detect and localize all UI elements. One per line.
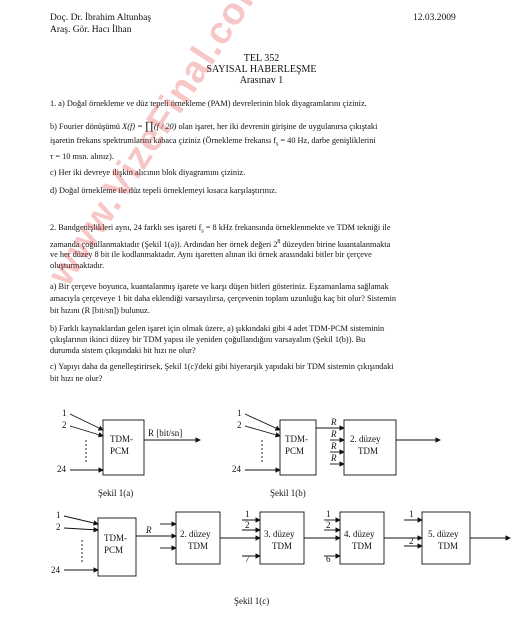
fig-b-r1: R — [330, 417, 337, 427]
fig-b-input-2: 2 — [237, 420, 242, 430]
q1-c: c) Her iki devreye ilişkin alıcının blok… — [50, 168, 246, 177]
fig-a-input-2: 2 — [62, 420, 67, 430]
fig-c-l5-in-1: 1 — [409, 509, 414, 519]
q2-intro-line2: zamanda çoğullanmaktadır (Şekil 1(a)). A… — [50, 239, 391, 249]
fig-b-tdm2-block — [343, 419, 397, 476]
fig-a-block-line2: PCM — [110, 446, 129, 456]
fig-b-tdm2-line1: 2. düzey — [350, 434, 381, 444]
figure-b — [244, 413, 441, 476]
q2-b-line1: b) Farklı kaynaklardan gelen işaret için… — [50, 324, 385, 333]
fig-c-level5-tdm: TDM — [438, 541, 458, 551]
fig-c-level2-tdm: TDM — [188, 541, 208, 551]
q1-a: 1. a) Doğal örnekleme ve düz tepeli örne… — [50, 99, 367, 108]
fig-c-level2-label: 2. düzey — [180, 529, 211, 539]
fig-c-input-24: 24 — [51, 565, 61, 575]
fig-c-l4-in-2: 2 — [326, 520, 331, 530]
fig-c-tdm-pcm-block — [97, 517, 137, 577]
author-name: Doç. Dr. İbrahim Altunbaş — [50, 13, 152, 23]
fig-c-l3-in-2: 2 — [245, 520, 250, 530]
q2-b-line2: çıkışlarının ikinci düzey bir TDM yapısı… — [50, 335, 366, 344]
fig-c-level3-tdm: TDM — [272, 541, 292, 551]
fig-b-r4: R — [330, 453, 337, 463]
fig-c-level3-label: 3. düzey — [264, 529, 295, 539]
figures-svg: 1 2 24 TDM- PCM R [bit/sn] Şekil 1(a) 1 … — [51, 408, 511, 606]
course-code: TEL 352 — [243, 53, 280, 64]
assistant-name: Araş. Gör. Hacı İlhan — [50, 25, 132, 35]
fig-c-level4-tdm: TDM — [352, 541, 372, 551]
fig-c-r: R — [145, 525, 152, 535]
fig-b-input-1: 1 — [237, 408, 242, 418]
fig-a-tdm-pcm-block — [102, 419, 145, 476]
q2-a-line3: bit hızını (R [bit/sn]) bulunuz. — [50, 306, 150, 315]
fig-c-level5-label: 5. düzey — [428, 529, 459, 539]
figure-c — [63, 511, 511, 577]
q2-c-line2: bit hızı ne olur? — [50, 374, 103, 383]
course-title: SAYISAL HABERLEŞME — [206, 64, 317, 75]
fig-c-block-line1: TDM- — [104, 533, 127, 543]
q2-a-line2: amacıyla çerçeveye 1 bit daha eklendiği … — [50, 294, 397, 303]
fig-c-l4-in-6: 6 — [326, 554, 331, 564]
fig-b-tdm2-line2: TDM — [358, 446, 378, 456]
q1-b-formula: X(f) = ∏(f / 20) — [122, 120, 177, 132]
fig-b-tdm-pcm-block — [279, 419, 317, 476]
q2-b-line3: durumda sistem çıkışındaki bit hızı ne o… — [50, 346, 196, 355]
q1-b-line3: τ = 10 msn. alınız). — [50, 152, 114, 161]
q1-b-post: olan işaret, her iki devrenin girişine d… — [178, 122, 378, 131]
fig-b-input-24: 24 — [232, 464, 242, 474]
q2-intro-line1: 2. Bandgenişlikleri aynı, 24 farklı ses … — [50, 223, 391, 235]
fig-a-caption: Şekil 1(a) — [98, 488, 133, 498]
fig-a-output-label: R [bit/sn] — [148, 428, 182, 438]
q2-a-line1: a) Bir çerçeve boyunca, kuantalanmış işa… — [50, 282, 389, 291]
fig-c-block-line2: PCM — [104, 545, 123, 555]
q2-intro-line3: ve her düzey 8 bit ile kodlanmaktadır. A… — [50, 250, 372, 259]
q2-c-line1: c) Yapıyı daha da genelleştirirsek, Şeki… — [50, 362, 394, 371]
fig-b-caption: Şekil 1(b) — [270, 488, 306, 498]
fig-b-block-line2: PCM — [285, 446, 304, 456]
fig-c-l5-in-2: 2 — [409, 536, 414, 546]
fig-a-block-line1: TDM- — [110, 434, 133, 444]
fig-c-level4-label: 4. düzey — [344, 529, 375, 539]
fig-a-input-1: 1 — [62, 408, 67, 418]
fig-c-l3-in-7: 7 — [245, 554, 250, 564]
exam-title: Arasınav 1 — [239, 75, 284, 86]
fig-c-input-1: 1 — [56, 510, 61, 520]
exam-date: 12.03.2009 — [413, 13, 456, 23]
fig-a-input-24: 24 — [57, 464, 67, 474]
q1-d: d) Doğal örnekleme ile düz tepeli örnekl… — [50, 186, 277, 195]
fig-c-caption: Şekil 1(c) — [234, 596, 269, 606]
fig-c-l4-in-1: 1 — [326, 509, 331, 519]
fig-b-r2: R — [330, 429, 337, 439]
figure-a — [69, 413, 201, 476]
q1-b-line2: işaretin frekans spektrumlarını kabaca ç… — [50, 136, 376, 148]
fig-b-r3: R — [330, 441, 337, 451]
fig-c-l3-in-1: 1 — [245, 509, 250, 519]
fig-c-input-2: 2 — [56, 522, 61, 532]
q2-intro-line4: oluşturmaktadır. — [50, 261, 105, 270]
q1-b-pre: b) Fourier dönüşümü — [50, 122, 121, 131]
fig-b-block-line1: TDM- — [285, 434, 308, 444]
q1-b-line1: b) Fourier dönüşümü X(f) = ∏(f / 20) ola… — [50, 121, 500, 133]
